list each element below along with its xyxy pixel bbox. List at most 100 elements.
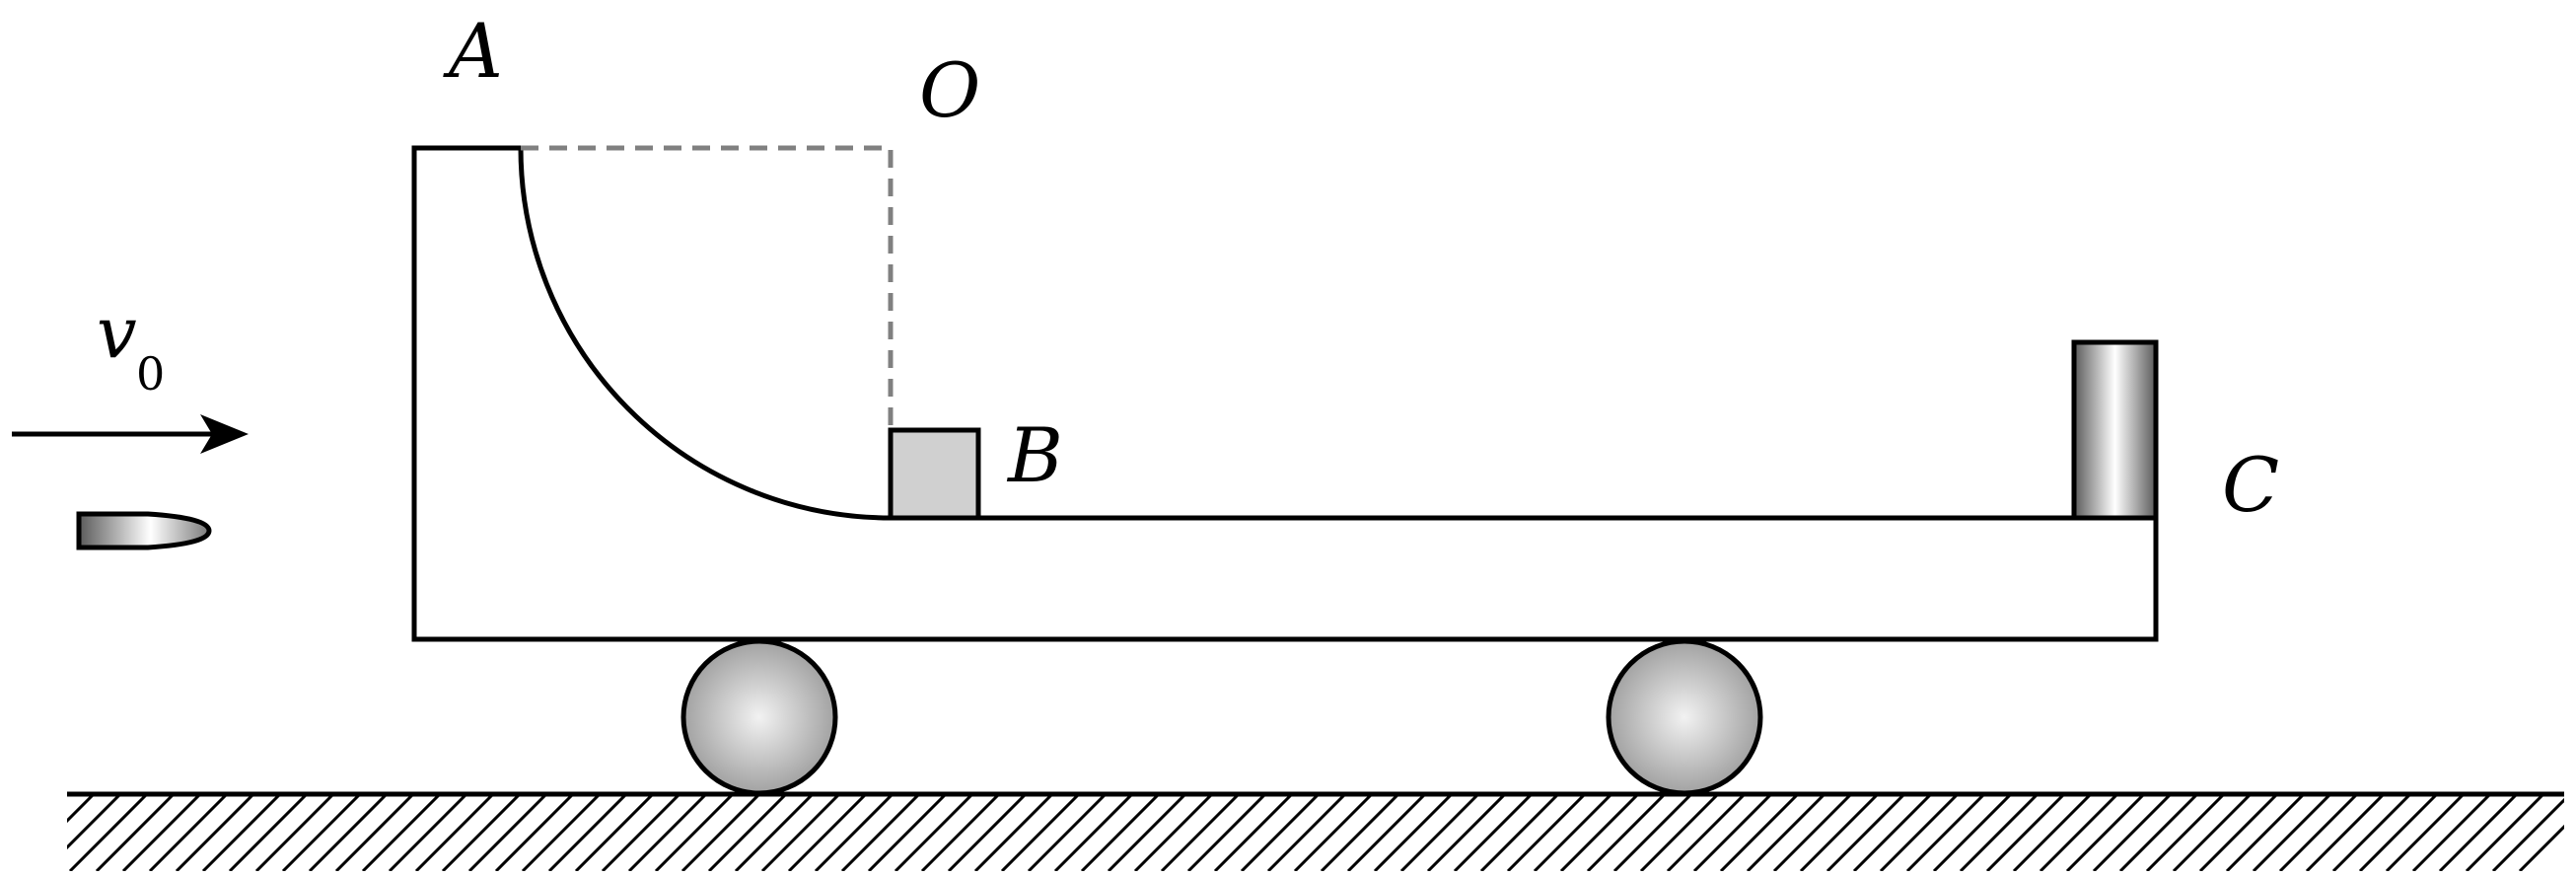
hatch-line bbox=[2278, 794, 2359, 871]
hatch-line bbox=[1240, 794, 1321, 871]
hatch-line bbox=[228, 794, 309, 871]
hatch-line bbox=[1985, 794, 2066, 871]
hatch-line bbox=[2012, 794, 2093, 871]
hatch-line bbox=[2145, 794, 2226, 871]
hatch-line bbox=[1799, 794, 1880, 871]
hatch-line bbox=[654, 794, 735, 871]
hatch-line bbox=[1080, 794, 1161, 871]
hatch-line bbox=[1559, 794, 1640, 871]
hatch-line bbox=[574, 794, 655, 871]
hatch-line bbox=[1959, 794, 2039, 871]
hatch-line bbox=[814, 794, 894, 871]
cart-body bbox=[411, 145, 2159, 642]
hatch-line bbox=[1053, 794, 1134, 871]
hatch-line bbox=[521, 794, 602, 871]
hatch-line bbox=[201, 794, 282, 871]
hatch-line bbox=[973, 794, 1054, 871]
hatch-line bbox=[1107, 794, 1187, 871]
velocity-subscript: 0 bbox=[136, 347, 165, 401]
hatch-line bbox=[1373, 794, 1454, 871]
hatch-line bbox=[1905, 794, 1986, 871]
hatch-line bbox=[601, 794, 681, 871]
hatch-line bbox=[2465, 794, 2545, 871]
hatch-line bbox=[867, 794, 948, 871]
ground bbox=[67, 791, 2564, 871]
hatch-line bbox=[2358, 794, 2439, 871]
hatch-line bbox=[1879, 794, 1960, 871]
velocity-arrow-head bbox=[200, 414, 249, 454]
hatch-line bbox=[1506, 794, 1587, 871]
hatch-line bbox=[281, 794, 362, 871]
hatch-line bbox=[2092, 794, 2173, 871]
hatch-line bbox=[254, 794, 335, 871]
hatch-line bbox=[334, 794, 415, 871]
hatch-line bbox=[1399, 794, 1480, 871]
label-b: B bbox=[1006, 411, 1063, 499]
hatch-line bbox=[1213, 794, 1294, 871]
hatch-line bbox=[1346, 794, 1427, 871]
hatch-line bbox=[1666, 794, 1747, 871]
hatch-line bbox=[67, 794, 122, 850]
hatch-line bbox=[2518, 824, 2564, 871]
hatch-line bbox=[68, 794, 149, 871]
radius-dashed-lines bbox=[521, 145, 894, 430]
hatch-line bbox=[2252, 794, 2332, 871]
hatch-line bbox=[2331, 794, 2412, 871]
hatch-line bbox=[947, 794, 1028, 871]
hatch-line bbox=[414, 794, 495, 871]
hatch-line bbox=[1133, 794, 1214, 871]
hatch-line bbox=[1639, 794, 1720, 871]
hatch-line bbox=[734, 794, 815, 871]
hatch-line bbox=[361, 794, 442, 871]
post-c bbox=[2071, 339, 2159, 521]
hatch-line bbox=[1825, 794, 1906, 871]
hatch-line bbox=[1000, 794, 1081, 871]
hatch-line bbox=[1293, 794, 1374, 871]
hatch-line bbox=[467, 794, 548, 871]
hatch-line bbox=[1479, 794, 1560, 871]
label-a: A bbox=[443, 7, 503, 95]
hatch-line bbox=[2411, 794, 2492, 871]
hatch-line bbox=[441, 794, 522, 871]
velocity-symbol: v bbox=[97, 291, 137, 374]
hatch-line bbox=[121, 794, 202, 871]
hatch-line bbox=[627, 794, 708, 871]
hatch-line bbox=[1852, 794, 1933, 871]
hatch-line bbox=[308, 794, 389, 871]
label-o: O bbox=[919, 46, 980, 134]
hatch-line bbox=[67, 794, 69, 797]
right-wheel bbox=[1606, 638, 1763, 796]
hatch-line bbox=[2172, 794, 2253, 871]
hatch-line bbox=[1266, 794, 1347, 871]
hatch-line bbox=[1160, 794, 1241, 871]
hatch-line bbox=[148, 794, 229, 871]
hatch-line bbox=[2198, 794, 2279, 871]
hatch-line bbox=[1453, 794, 1534, 871]
hatch-line bbox=[680, 794, 761, 871]
hatch-line bbox=[787, 794, 868, 871]
ground-hatching bbox=[67, 794, 2564, 871]
hatch-line bbox=[1746, 794, 1826, 871]
left-wheel bbox=[680, 638, 838, 796]
label-c: C bbox=[2222, 441, 2279, 529]
hatch-line bbox=[1320, 794, 1400, 871]
hatch-line bbox=[707, 794, 788, 871]
hatch-line bbox=[894, 794, 974, 871]
hatch-line bbox=[2039, 794, 2119, 871]
bullet bbox=[76, 511, 212, 550]
hatch-line bbox=[840, 794, 921, 871]
velocity-arrow bbox=[12, 414, 249, 454]
hatch-line bbox=[2065, 794, 2146, 871]
hatch-line bbox=[920, 794, 1001, 871]
hatch-line bbox=[760, 794, 841, 871]
hatch-line bbox=[2305, 794, 2386, 871]
hatch-line bbox=[2225, 794, 2306, 871]
hatch-line bbox=[175, 794, 255, 871]
hatch-line bbox=[1027, 794, 1108, 871]
hatch-line bbox=[1932, 794, 2013, 871]
hatch-line bbox=[2491, 797, 2564, 871]
hatch-line bbox=[1426, 794, 1507, 871]
hatch-line bbox=[547, 794, 628, 871]
hatch-line bbox=[2438, 794, 2519, 871]
